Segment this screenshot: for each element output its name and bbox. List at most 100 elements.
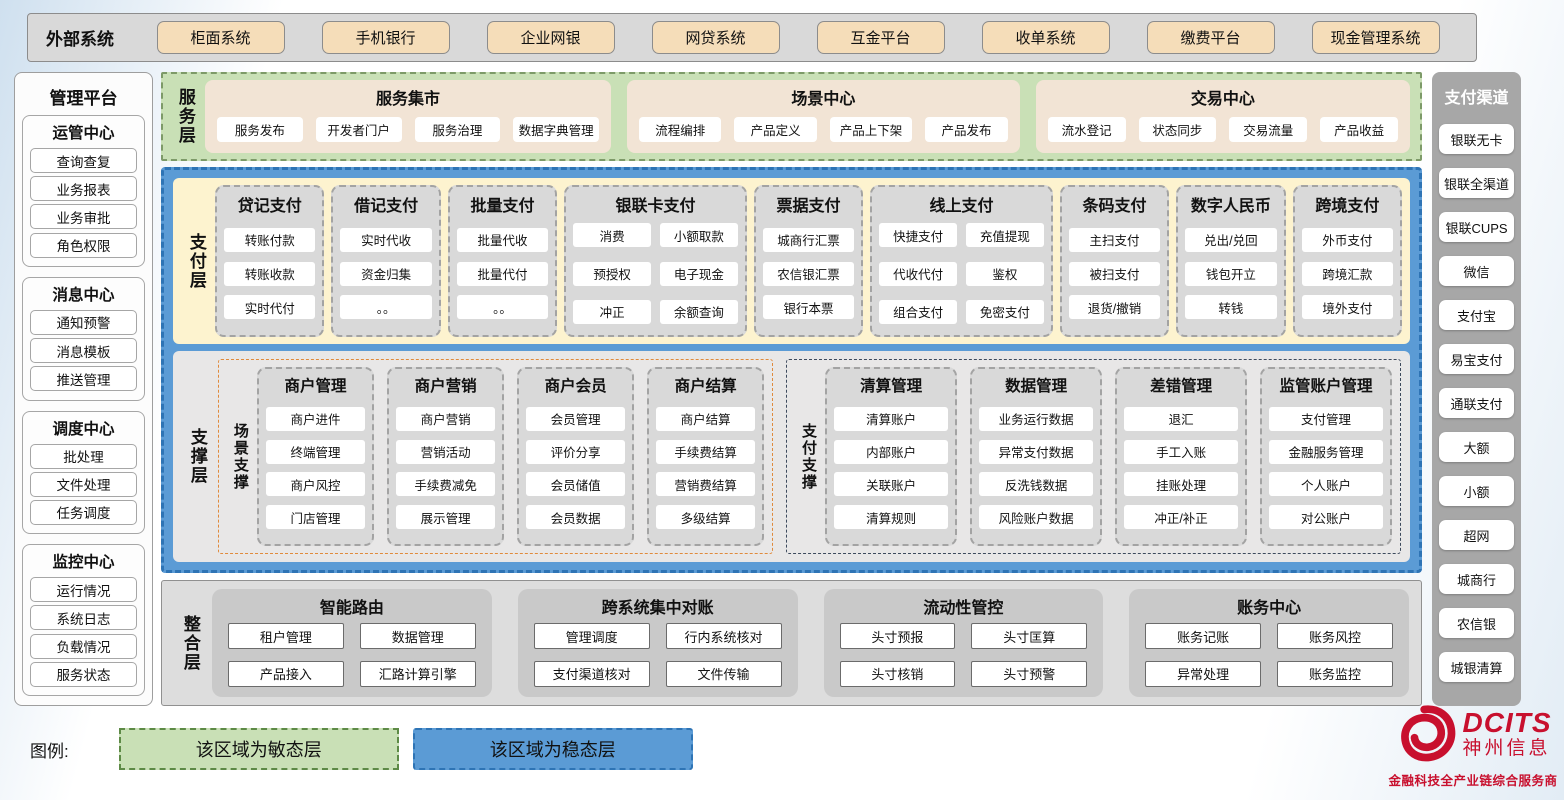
management-section: 消息中心通知预警消息模板推送管理 [22, 276, 145, 401]
support-item-button: 支付管理 [1269, 406, 1384, 431]
support-item-button: 营销费结算 [656, 472, 756, 497]
payment-column-items: 批量代收批量代付。。 [456, 218, 549, 329]
external-system-button: 柜面系统 [156, 21, 285, 54]
payment-support-label: 支付支撑 [800, 422, 818, 491]
payment-item-button: 预授权 [573, 261, 652, 286]
management-section: 监控中心运行情况系统日志负载情况服务状态 [22, 544, 145, 696]
support-item-button: 反洗钱数据 [979, 472, 1094, 497]
payment-column: 批量支付批量代收批量代付。。 [447, 185, 558, 337]
external-system-button: 互金平台 [816, 21, 945, 54]
payment-item-button: 资金归集 [340, 261, 432, 286]
support-item-button: 异常支付数据 [979, 439, 1094, 464]
integration-item-button: 异常处理 [1145, 660, 1262, 687]
service-item-button: 产品发布 [925, 116, 1008, 142]
payment-item-button: 快捷支付 [879, 223, 957, 248]
management-section: 运管中心查询查复业务报表业务审批角色权限 [22, 115, 145, 267]
integration-item-button: 管理调度 [533, 623, 650, 650]
support-item-button: 评价分享 [526, 439, 626, 464]
support-item-button: 业务运行数据 [979, 406, 1094, 431]
integration-group-title: 账务中心 [1237, 600, 1302, 617]
external-system-button: 收单系统 [981, 21, 1110, 54]
service-item-button: 产品上下架 [829, 116, 913, 142]
integration-item-button: 账务监控 [1277, 660, 1393, 687]
integration-item-button: 头寸匡算 [971, 623, 1088, 650]
channel-button: 农信银 [1439, 608, 1514, 638]
payment-column-items: 城商行汇票农信银汇票银行本票 [762, 218, 855, 329]
management-platform-panel: 管理平台 运管中心查询查复业务报表业务审批角色权限消息中心通知预警消息模板推送管… [14, 72, 153, 706]
payment-column: 跨境支付外币支付跨境汇款境外支付 [1292, 185, 1403, 337]
integration-item-button: 行内系统核对 [665, 623, 782, 650]
payment-support-section: 支付支撑 清算管理清算账户内部账户关联账户清算规则数据管理业务运行数据异常支付数… [786, 359, 1401, 554]
support-item-button: 会员数据 [526, 505, 626, 530]
payment-columns: 贷记支付转账付款转账收款实时代付借记支付实时代收资金归集。。批量支付批量代收批量… [215, 185, 1403, 337]
support-group-items: 会员管理评价分享会员储值会员数据 [526, 398, 626, 538]
payment-column: 票据支付城商行汇票农信银汇票银行本票 [753, 185, 864, 337]
channel-button: 微信 [1439, 256, 1514, 286]
logo-tagline: 金融科技全产业链综合服务商 [1388, 774, 1558, 788]
service-item-button: 开发者门户 [315, 116, 402, 142]
support-group: 差错管理退汇手工入账挂账处理冲正/补正 [1115, 367, 1248, 546]
service-item-button: 交易流量 [1229, 116, 1308, 142]
payment-column: 条码支付主扫支付被扫支付退货/撤销 [1059, 185, 1170, 337]
support-item-button: 退汇 [1124, 406, 1239, 431]
external-systems-bar: 外部系统 柜面系统手机银行企业网银网贷系统互金平台收单系统缴费平台现金管理系统 [27, 13, 1477, 62]
management-section-title: 消息中心 [52, 286, 115, 304]
management-item-button: 批处理 [30, 443, 137, 469]
support-group-items: 商户进件终端管理商户风控门店管理 [266, 398, 366, 538]
integration-item-button: 产品接入 [228, 660, 344, 687]
support-group-title: 商户会员 [544, 378, 607, 395]
support-item-button: 商户进件 [266, 406, 366, 431]
support-group-title: 监管账户管理 [1279, 378, 1373, 395]
integration-group: 智能路由租户管理数据管理产品接入汇路计算引擎 [212, 589, 492, 697]
payment-item-button: 实时代收 [340, 227, 432, 252]
management-item-button: 运行情况 [30, 577, 137, 603]
payment-item-button: 实时代付 [224, 295, 316, 320]
support-group: 商户营销商户营销营销活动手续费减免展示管理 [387, 367, 505, 546]
payment-column-items: 外币支付跨境汇款境外支付 [1301, 218, 1394, 329]
channel-button: 支付宝 [1439, 300, 1514, 330]
support-group-title: 清算管理 [860, 378, 923, 395]
management-section-items: 运行情况系统日志负载情况服务状态 [30, 574, 137, 690]
management-section-title: 调度中心 [52, 420, 115, 438]
legend-agile-box: 该区域为敏态层 [118, 728, 399, 770]
service-item-button: 产品定义 [734, 116, 817, 142]
integration-item-button: 汇路计算引擎 [359, 660, 476, 687]
scene-support-label: 场景支撑 [231, 422, 249, 491]
payment-column-title: 线上支付 [929, 198, 994, 215]
integration-layer-label: 整合层 [180, 614, 200, 672]
legend: 图例: 该区域为敏态层 该区域为稳态层 [30, 728, 693, 770]
service-layer-label: 服务层 [175, 88, 195, 145]
management-item-button: 服务状态 [30, 661, 137, 687]
integration-item-button: 支付渠道核对 [533, 660, 650, 687]
payment-column: 数字人民币兑出/兑回钱包开立转钱 [1176, 185, 1286, 337]
payment-item-button: 消费 [573, 223, 652, 248]
payment-item-button: 鉴权 [966, 261, 1044, 286]
payment-item-button: 转账付款 [224, 227, 316, 252]
dcits-swirl-icon [1400, 705, 1455, 762]
payment-item-button: 钱包开立 [1185, 261, 1277, 286]
management-section-items: 查询查复业务报表业务审批角色权限 [30, 145, 137, 261]
payment-column-title: 数字人民币 [1190, 198, 1271, 215]
support-item-button: 挂账处理 [1124, 472, 1239, 497]
support-group-title: 商户营销 [414, 378, 477, 395]
channel-button: 通联支付 [1439, 388, 1514, 418]
payment-support-groups: 清算管理清算账户内部账户关联账户清算规则数据管理业务运行数据异常支付数据反洗钱数… [825, 367, 1393, 546]
payment-item-button: 批量代付 [456, 261, 549, 286]
channel-button: 银联无卡 [1439, 124, 1514, 154]
payment-item-button: 小额取款 [660, 223, 738, 248]
service-item-button: 服务治理 [414, 116, 501, 142]
integration-group: 跨系统集中对账管理调度行内系统核对支付渠道核对文件传输 [517, 589, 798, 697]
payment-column-title: 银联卡支付 [615, 198, 696, 215]
external-system-button: 现金管理系统 [1311, 21, 1440, 54]
channel-button: 银联CUPS [1439, 212, 1514, 242]
external-system-button: 企业网银 [486, 21, 615, 54]
payment-column: 借记支付实时代收资金归集。。 [331, 185, 441, 337]
management-section-items: 批处理文件处理任务调度 [30, 441, 137, 529]
support-item-button: 手续费减免 [396, 472, 496, 497]
support-item-button: 清算规则 [834, 505, 949, 530]
payment-item-button: 余额查询 [660, 299, 738, 324]
integration-group-items: 头寸预报头寸匡算头寸核销头寸预警 [839, 621, 1088, 689]
payment-item-button: 电子现金 [660, 261, 738, 286]
